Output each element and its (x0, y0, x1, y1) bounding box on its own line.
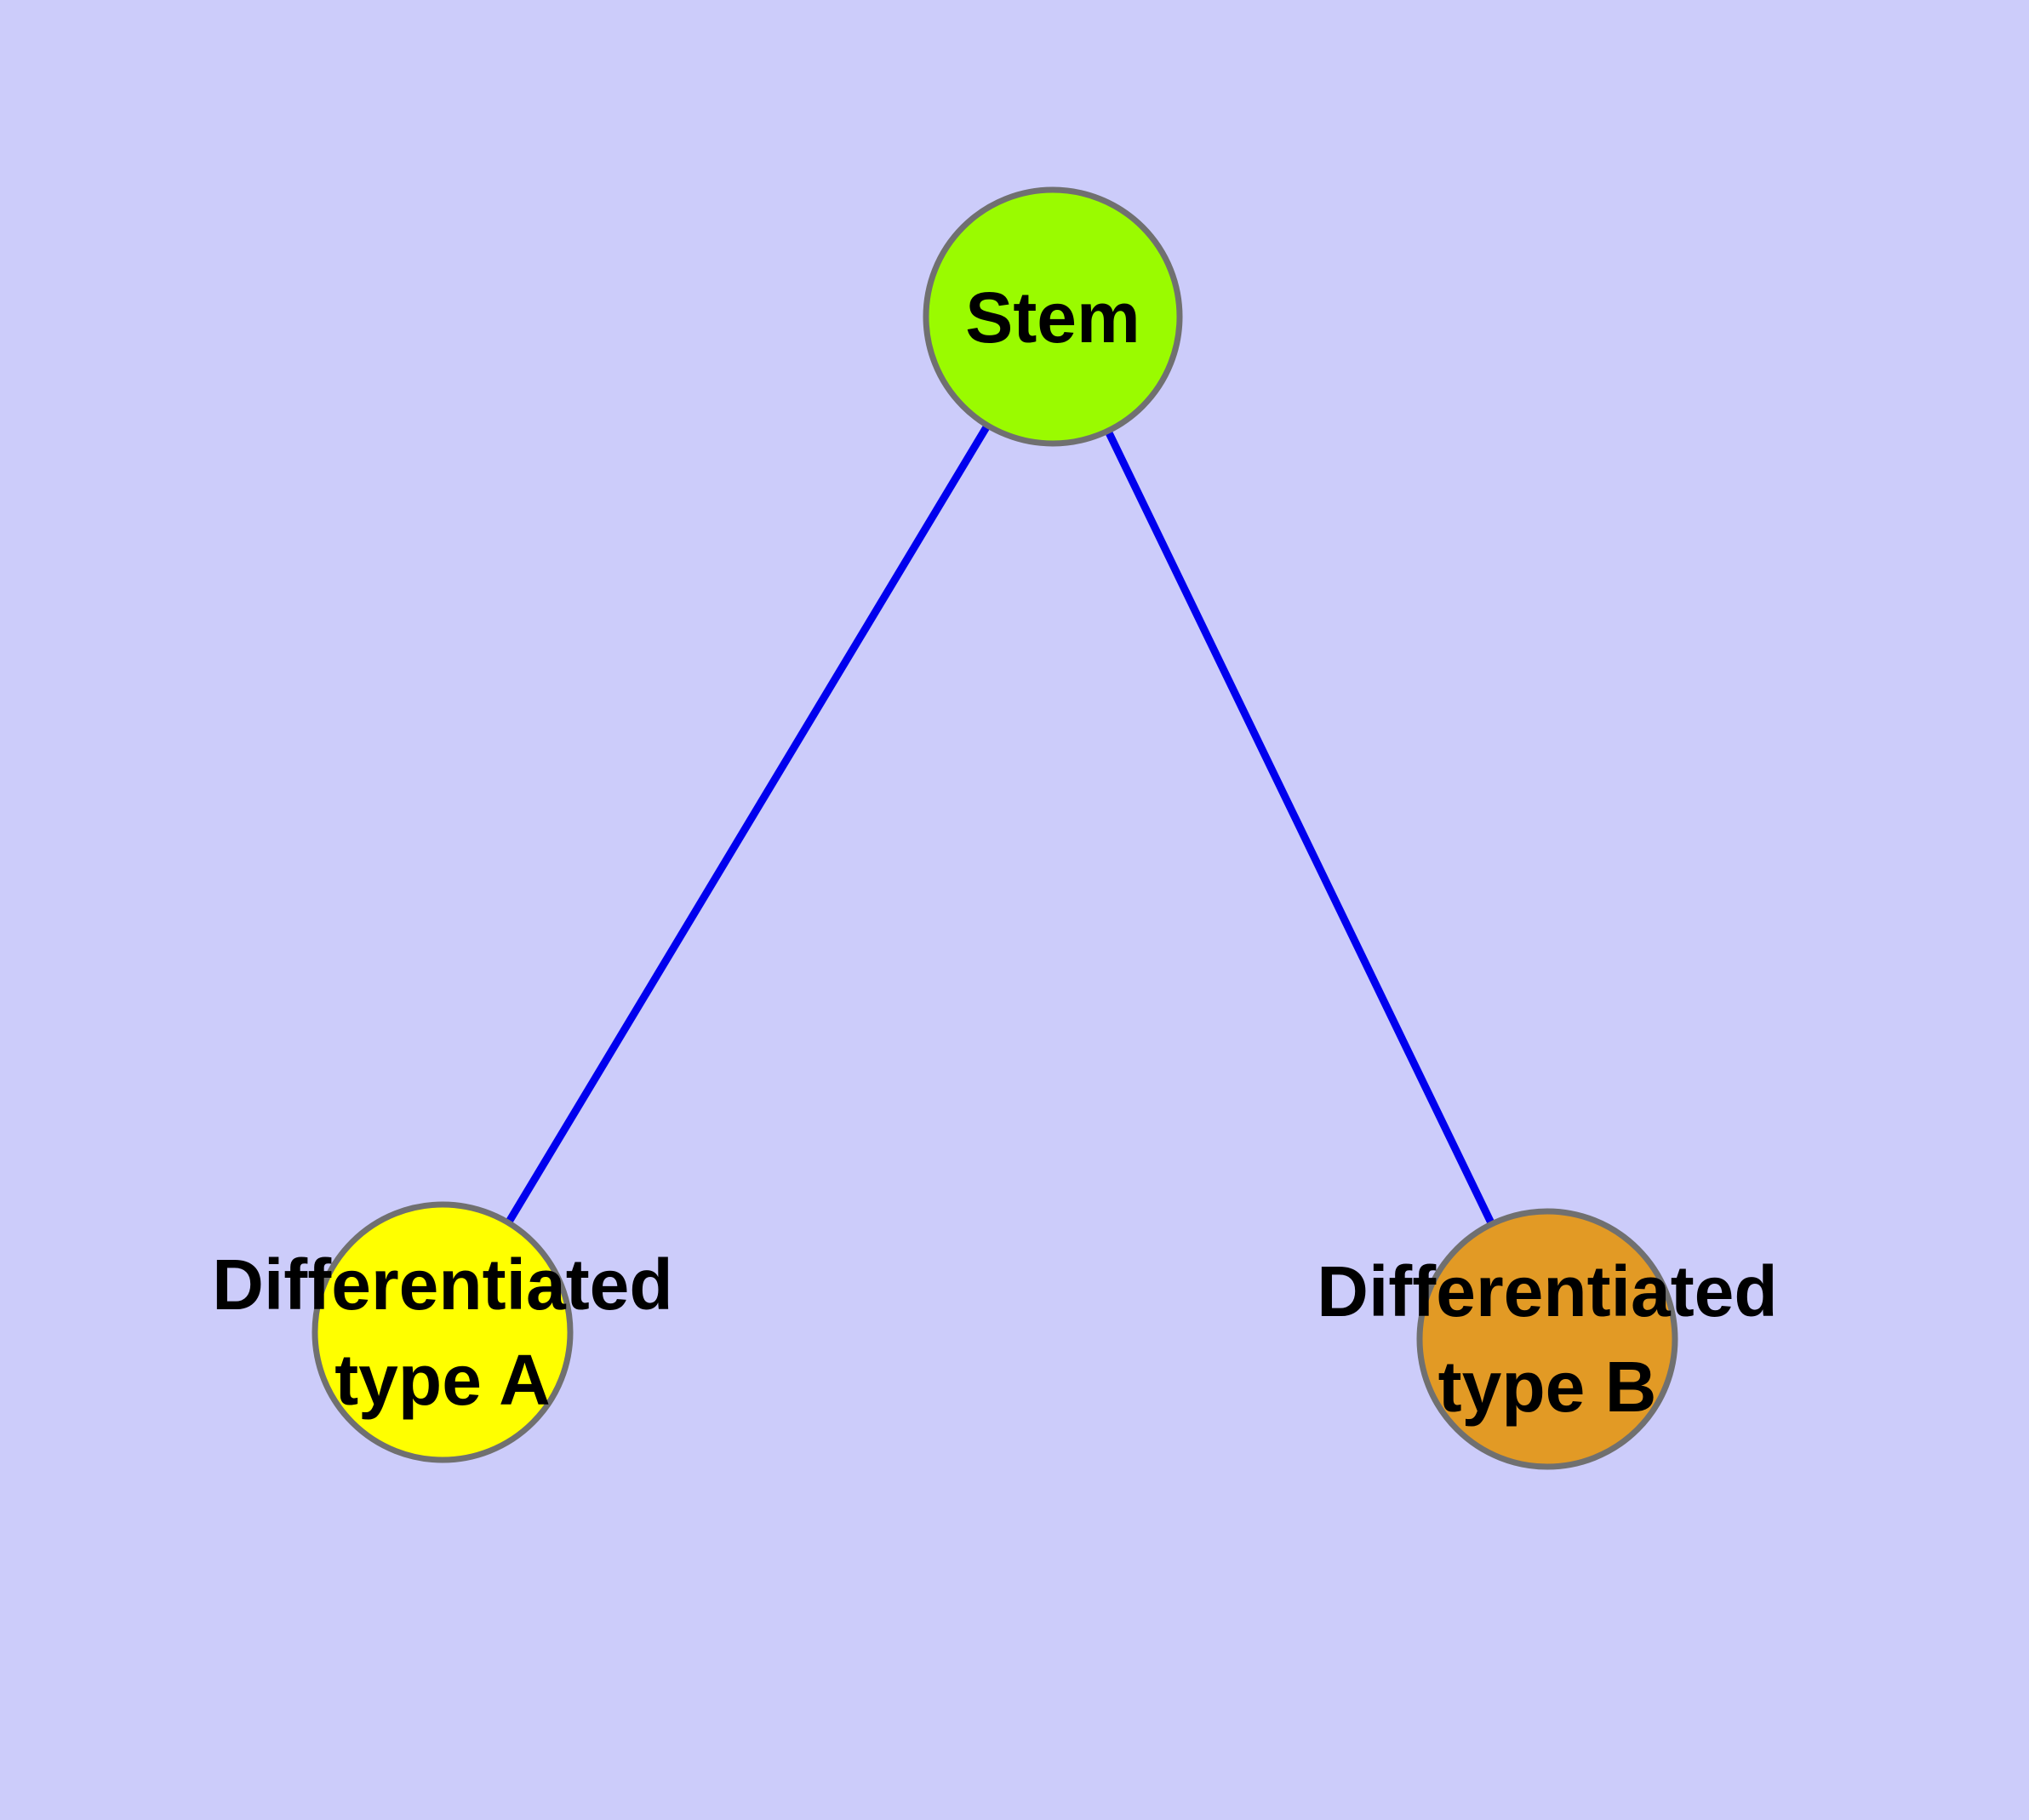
node-differentiated-type-a[interactable] (311, 1201, 574, 1463)
nodes-layer (311, 186, 1678, 1470)
edges-layer (439, 314, 1552, 1341)
node-differentiated-type-b[interactable] (1416, 1208, 1678, 1470)
edge-stem-to-differentiated-type-a[interactable] (439, 314, 1056, 1335)
edge-stem-to-differentiated-type-b[interactable] (1049, 315, 1552, 1341)
node-stem[interactable] (923, 186, 1183, 447)
node-label-stem: Stem (965, 278, 1140, 358)
